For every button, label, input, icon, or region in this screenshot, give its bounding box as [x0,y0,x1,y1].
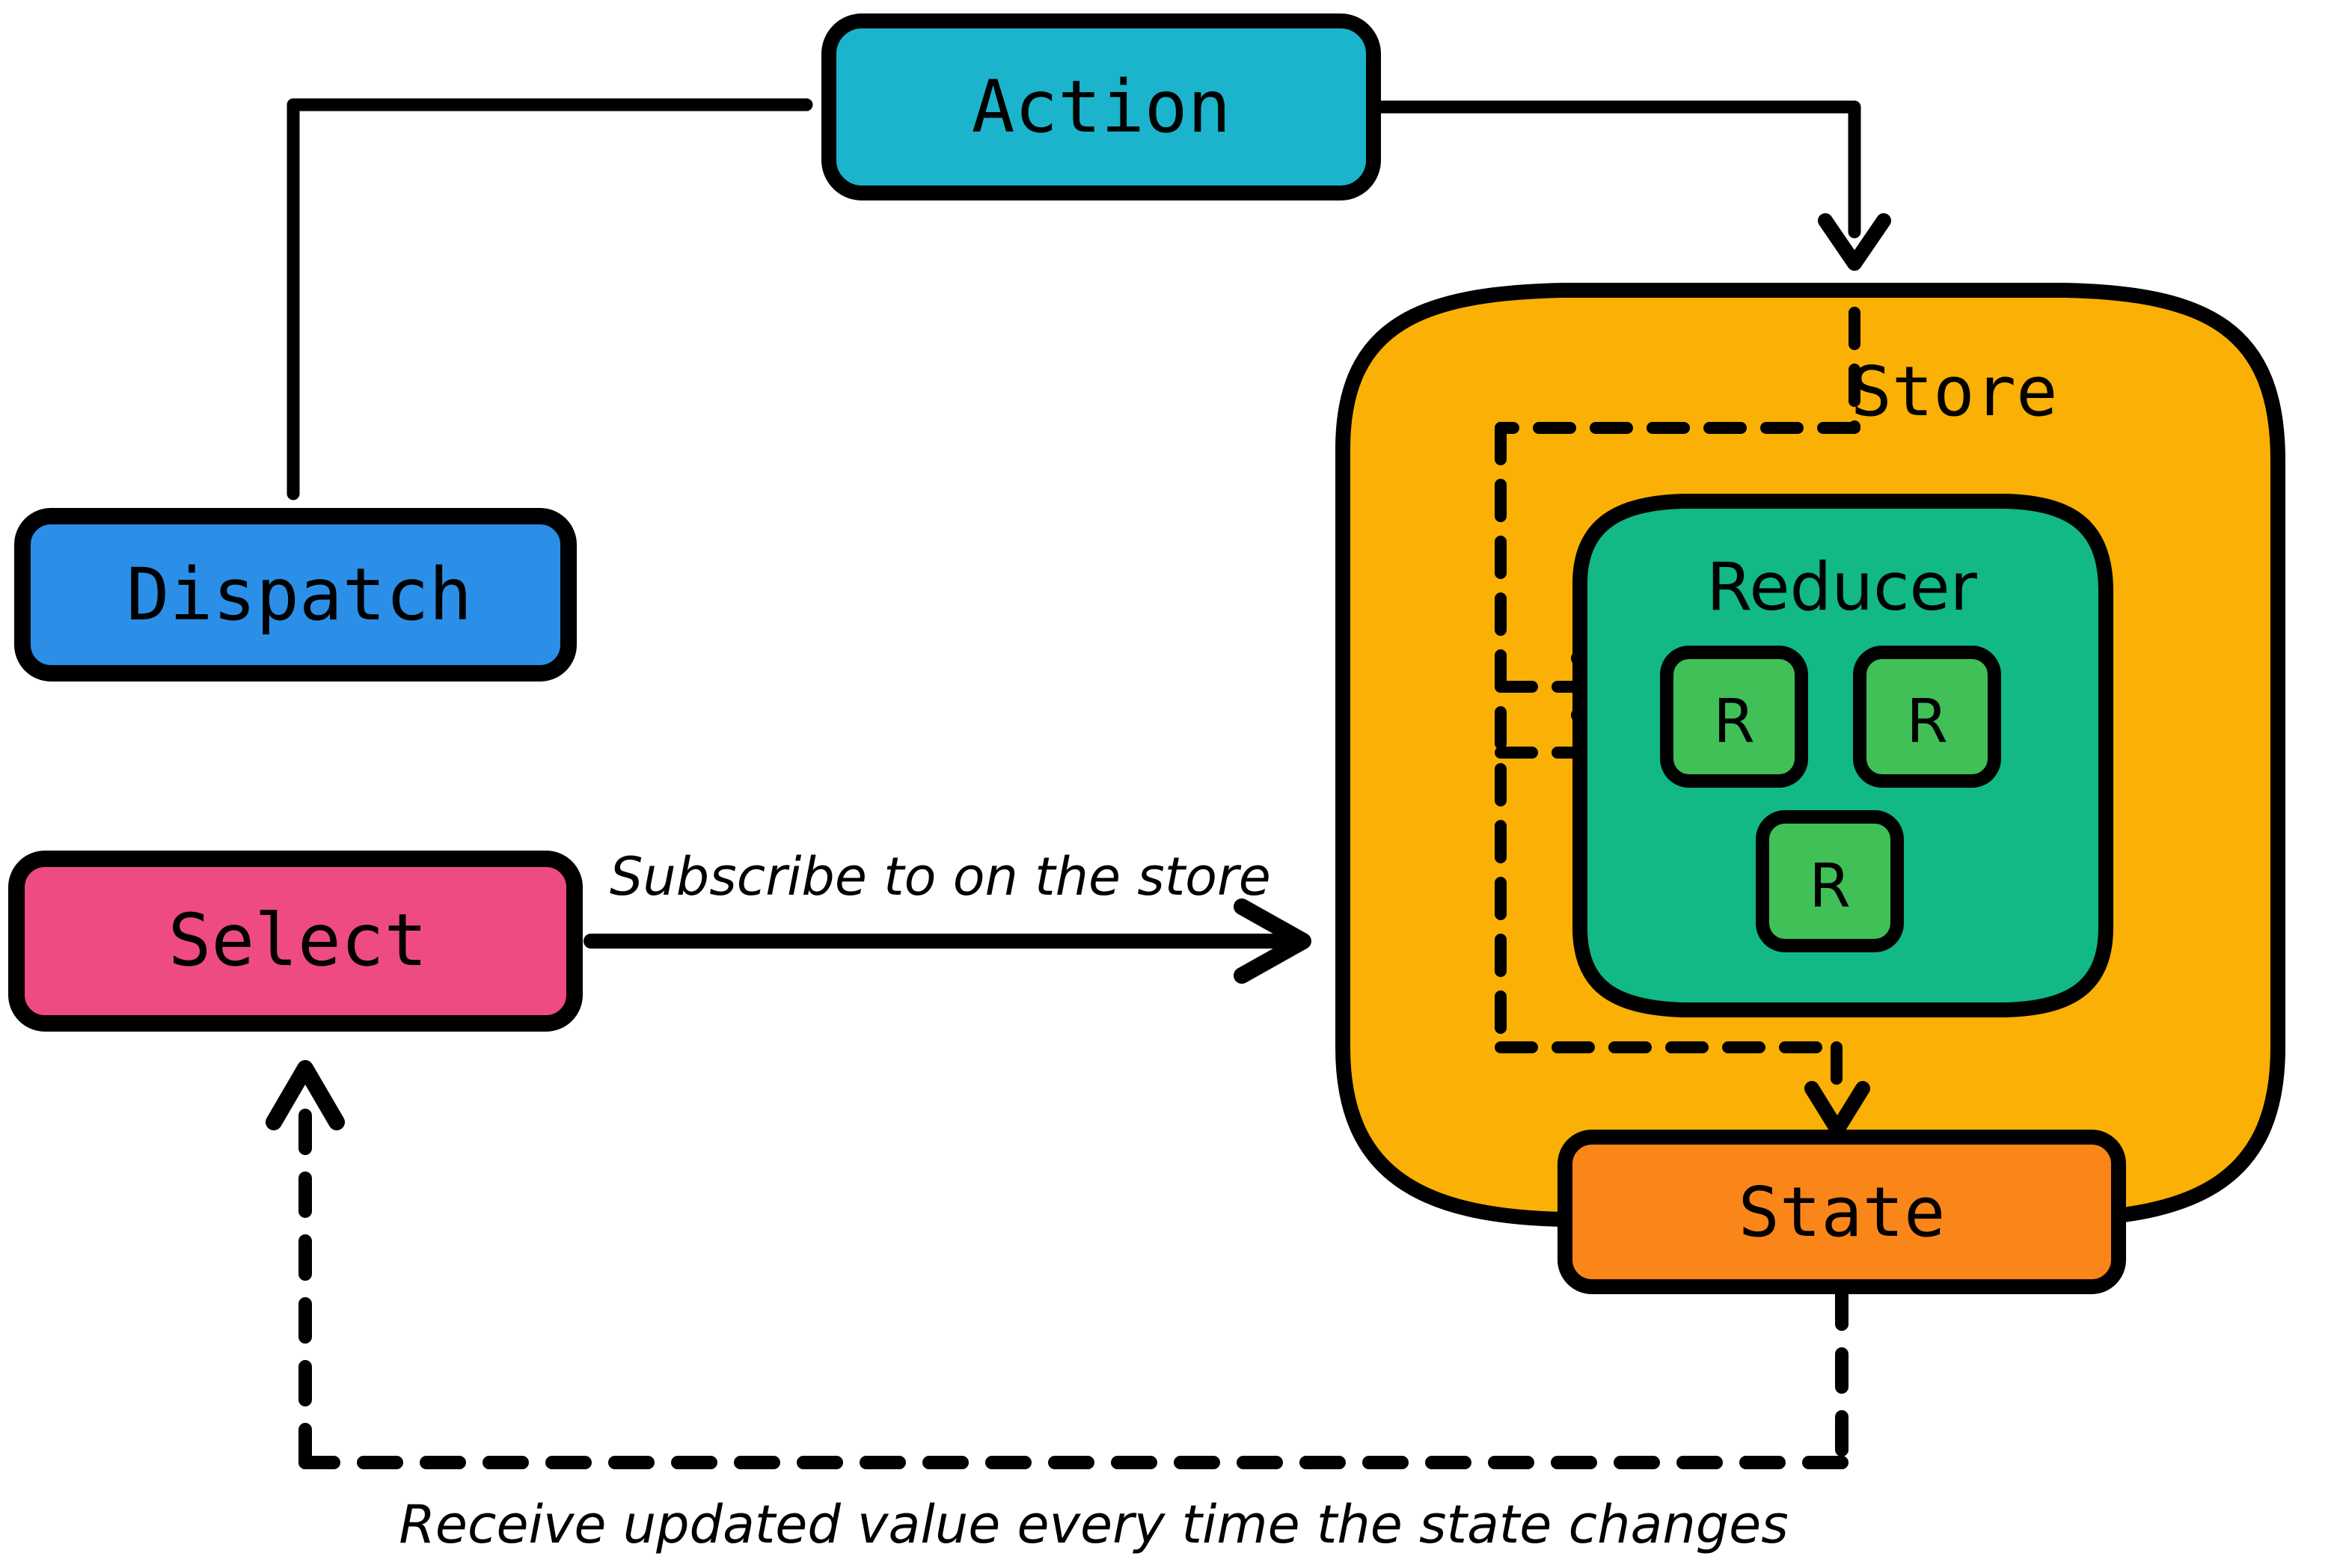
reducer-item-1[interactable]: R [1853,646,2001,788]
dispatch-node[interactable]: Dispatch [14,508,577,682]
receive-caption: Receive updated value every time the sta… [399,1494,1788,1555]
reducer-item-box [1853,646,2001,788]
action-shape [821,13,1381,200]
reducer-item-2[interactable]: R [1756,810,1904,952]
reducer-node[interactable]: Reducer [1572,494,2113,1017]
edge-action-to-store [1365,100,1891,271]
select-shape [8,851,583,1032]
reducer-item-box [1660,646,1808,788]
reducer-item-label: R [1809,851,1851,921]
dispatch-shape [14,508,577,682]
state-node[interactable]: State [1558,1130,2126,1294]
edge-select-to-store: Subscribe to on the store [584,846,1311,984]
store-label: Store [1851,352,2058,432]
state-label: State [1739,1172,1946,1252]
dispatch-label: Dispatch [126,553,472,637]
select-label: Select [168,898,428,982]
reducer-item-label: R [1713,687,1755,756]
reducer-shape [1572,494,2113,1017]
action-node[interactable]: Action [821,13,1381,200]
subscribe-caption: Subscribe to on the store [610,846,1271,907]
action-label: Action [972,65,1231,149]
reducer-item-label: R [1906,687,1948,756]
edge-state-to-select: Receive updated value every time the sta… [266,1060,1849,1555]
reducer-label: Reducer [1706,548,1977,625]
select-node[interactable]: Select [8,851,583,1032]
reducer-item-0[interactable]: R [1660,646,1808,788]
edge-action-to-dispatch [287,98,813,500]
reducer-item-box [1756,810,1904,952]
